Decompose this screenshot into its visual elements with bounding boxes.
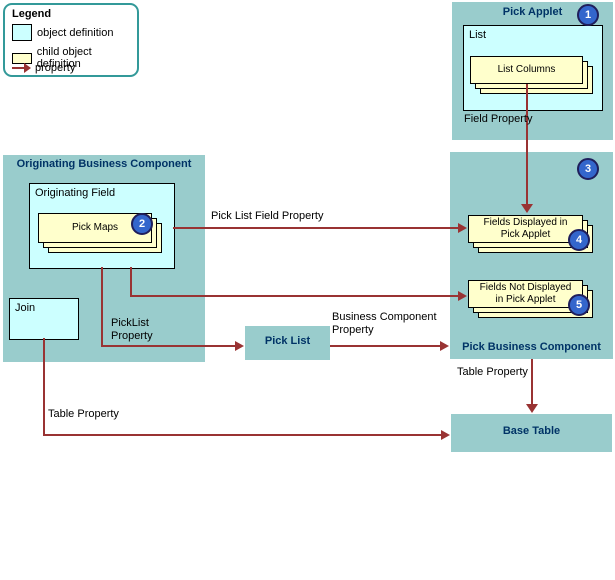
pick-maps-label: Pick Maps	[71, 222, 119, 233]
base-table-box: Base Table	[451, 414, 612, 452]
object-definition-swatch-icon	[12, 24, 32, 41]
join-box: Join	[9, 298, 79, 340]
legend-item-label: object definition	[37, 26, 114, 39]
legend-item-label: property	[35, 62, 76, 74]
picklist-property-label: PickList Property	[111, 317, 153, 342]
pick-list-field-property-line	[173, 227, 459, 229]
field-property-arrowhead-icon	[521, 204, 533, 213]
pick-applet-box: Pick Applet 1 List List Columns	[452, 2, 613, 140]
fields-not-displayed-line-horizontal	[130, 295, 459, 297]
fields-not-displayed-stack: Fields Not Displayed in Pick Applet 5	[468, 280, 594, 318]
table-property-right-label: Table Property	[457, 366, 528, 378]
pick-list-box: Pick List	[245, 326, 330, 360]
business-component-property-arrowhead-icon	[440, 341, 449, 351]
table-property-bottom-line-horizontal	[43, 434, 442, 436]
child-object-definition-swatch-icon	[12, 52, 32, 64]
field-property-label: Field Property	[464, 113, 533, 125]
legend: Legend object definition child object de…	[3, 3, 139, 77]
badge-1: 1	[577, 4, 599, 26]
fields-displayed-label: Fields Displayed in Pick Applet	[483, 217, 568, 240]
pick-bc-title: Pick Business Component	[462, 341, 601, 353]
originating-bc-box: Originating Business Component Originati…	[3, 155, 205, 362]
legend-item-label: child object definition	[36, 46, 92, 70]
property-arrow-icon	[12, 63, 31, 73]
legend-item-property: property	[12, 62, 75, 74]
pick-applet-title: Pick Applet	[502, 6, 563, 18]
business-component-property-line	[330, 345, 441, 347]
pick-list-field-property-arrowhead-icon	[458, 223, 467, 233]
table-property-bottom-label: Table Property	[48, 408, 119, 420]
legend-title: Legend	[12, 8, 52, 20]
fields-displayed-stack: Fields Displayed in Pick Applet 4	[468, 215, 594, 253]
business-component-property-label: Business Component Property	[332, 311, 437, 336]
stack-front-layer: Fields Not Displayed in Pick Applet	[468, 280, 583, 308]
pick-maps-stack: Pick Maps 2	[38, 213, 163, 253]
pick-list-title: Pick List	[264, 335, 311, 347]
legend-item-object-definition: object definition	[12, 24, 113, 41]
list-columns-stack: List Columns	[470, 56, 594, 94]
base-table-title: Base Table	[502, 425, 561, 437]
picklist-property-line-vertical	[101, 267, 103, 347]
badge-5: 5	[568, 294, 590, 316]
list-columns-label: List Columns	[497, 64, 556, 75]
table-property-right-arrowhead-icon	[526, 404, 538, 413]
picklist-property-arrowhead-icon	[235, 341, 244, 351]
originating-field-label: Originating Field	[35, 187, 116, 199]
join-label: Join	[15, 302, 36, 314]
stack-front-layer: List Columns	[470, 56, 583, 84]
badge-4: 4	[568, 229, 590, 251]
originating-bc-title: Originating Business Component	[16, 158, 192, 170]
badge-2: 2	[131, 213, 153, 235]
field-property-line	[526, 84, 528, 206]
table-property-right-line	[531, 359, 533, 406]
fields-not-displayed-arrowhead-icon	[458, 291, 467, 301]
table-property-bottom-arrowhead-icon	[441, 430, 450, 440]
pick-list-field-property-label: Pick List Field Property	[211, 210, 324, 222]
legend-item-child-object-definition: child object definition	[12, 46, 137, 70]
fields-not-displayed-label: Fields Not Displayed in Pick Applet	[479, 282, 572, 305]
picklist-property-line-horizontal	[101, 345, 236, 347]
pick-bc-box: 3 Fields Displayed in Pick Applet 4 Fiel…	[450, 152, 613, 359]
stack-front-layer: Fields Displayed in Pick Applet	[468, 215, 583, 243]
badge-3: 3	[577, 158, 599, 180]
fields-not-displayed-line-vertical	[130, 267, 132, 297]
table-property-bottom-line-vertical	[43, 338, 45, 436]
list-label: List	[469, 29, 487, 41]
